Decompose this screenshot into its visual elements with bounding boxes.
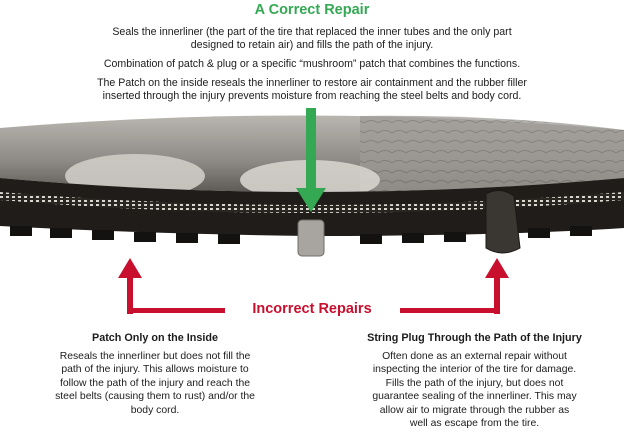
left-arrow-shaft bbox=[127, 276, 133, 314]
right-arrow-head bbox=[485, 258, 509, 278]
left-connector bbox=[127, 308, 225, 313]
correct-repair-title: A Correct Repair bbox=[254, 2, 370, 18]
string-plug-description: Often done as an external repair without… bbox=[325, 350, 624, 430]
incorrect-arrows bbox=[118, 258, 509, 314]
tire-cross-section-image bbox=[0, 108, 624, 268]
correct-line-2: designed to retain air) and fills the pa… bbox=[190, 39, 434, 51]
correct-arrow-head bbox=[296, 188, 326, 212]
right-line-1: Often done as an external repair without bbox=[382, 351, 567, 362]
string-plug bbox=[485, 190, 521, 254]
left-line-2: path of the injury. This allows moisture… bbox=[61, 364, 249, 376]
right-arrow-shaft bbox=[494, 276, 500, 314]
string-plug-title: String Plug Through the Path of the Inju… bbox=[367, 332, 582, 344]
correct-line-1: Seals the innerliner (the part of the ti… bbox=[112, 26, 512, 38]
right-line-2: inspecting the interior of the tire for … bbox=[372, 364, 577, 376]
left-line-4: steel belts (causing them to rust) and/o… bbox=[55, 391, 255, 403]
right-line-5: allow air to migrate through the rubber … bbox=[379, 404, 570, 416]
right-line-6: well as escape from the tire. bbox=[409, 418, 540, 430]
left-line-5: body cord. bbox=[130, 404, 180, 416]
right-line-4: guarantee sealing of the innerliner. Thi… bbox=[372, 391, 577, 403]
right-line-3: Fills the path of the injury, but does n… bbox=[385, 377, 564, 389]
patch-only-description: Reseals the innerliner but does not fill… bbox=[10, 350, 300, 417]
correct-line-5: inserted through the injury prevents moi… bbox=[102, 90, 522, 102]
right-connector bbox=[400, 308, 500, 313]
correct-line-3: Combination of patch & plug or a specifi… bbox=[103, 58, 521, 70]
correct-line-4: The Patch on the inside reseals the inne… bbox=[97, 77, 527, 89]
incorrect-repairs-label: Incorrect Repairs bbox=[252, 301, 372, 317]
mushroom-plug-stem bbox=[297, 219, 325, 257]
patch-only-title: Patch Only on the Inside bbox=[92, 332, 218, 344]
left-line-1: Reseals the innerliner but does not fill… bbox=[59, 351, 251, 362]
left-arrow-head bbox=[118, 258, 142, 278]
left-line-3: follow the path of the injury and reach … bbox=[59, 377, 251, 389]
steel-belt bbox=[0, 192, 624, 213]
correct-arrow-shaft bbox=[306, 108, 316, 190]
